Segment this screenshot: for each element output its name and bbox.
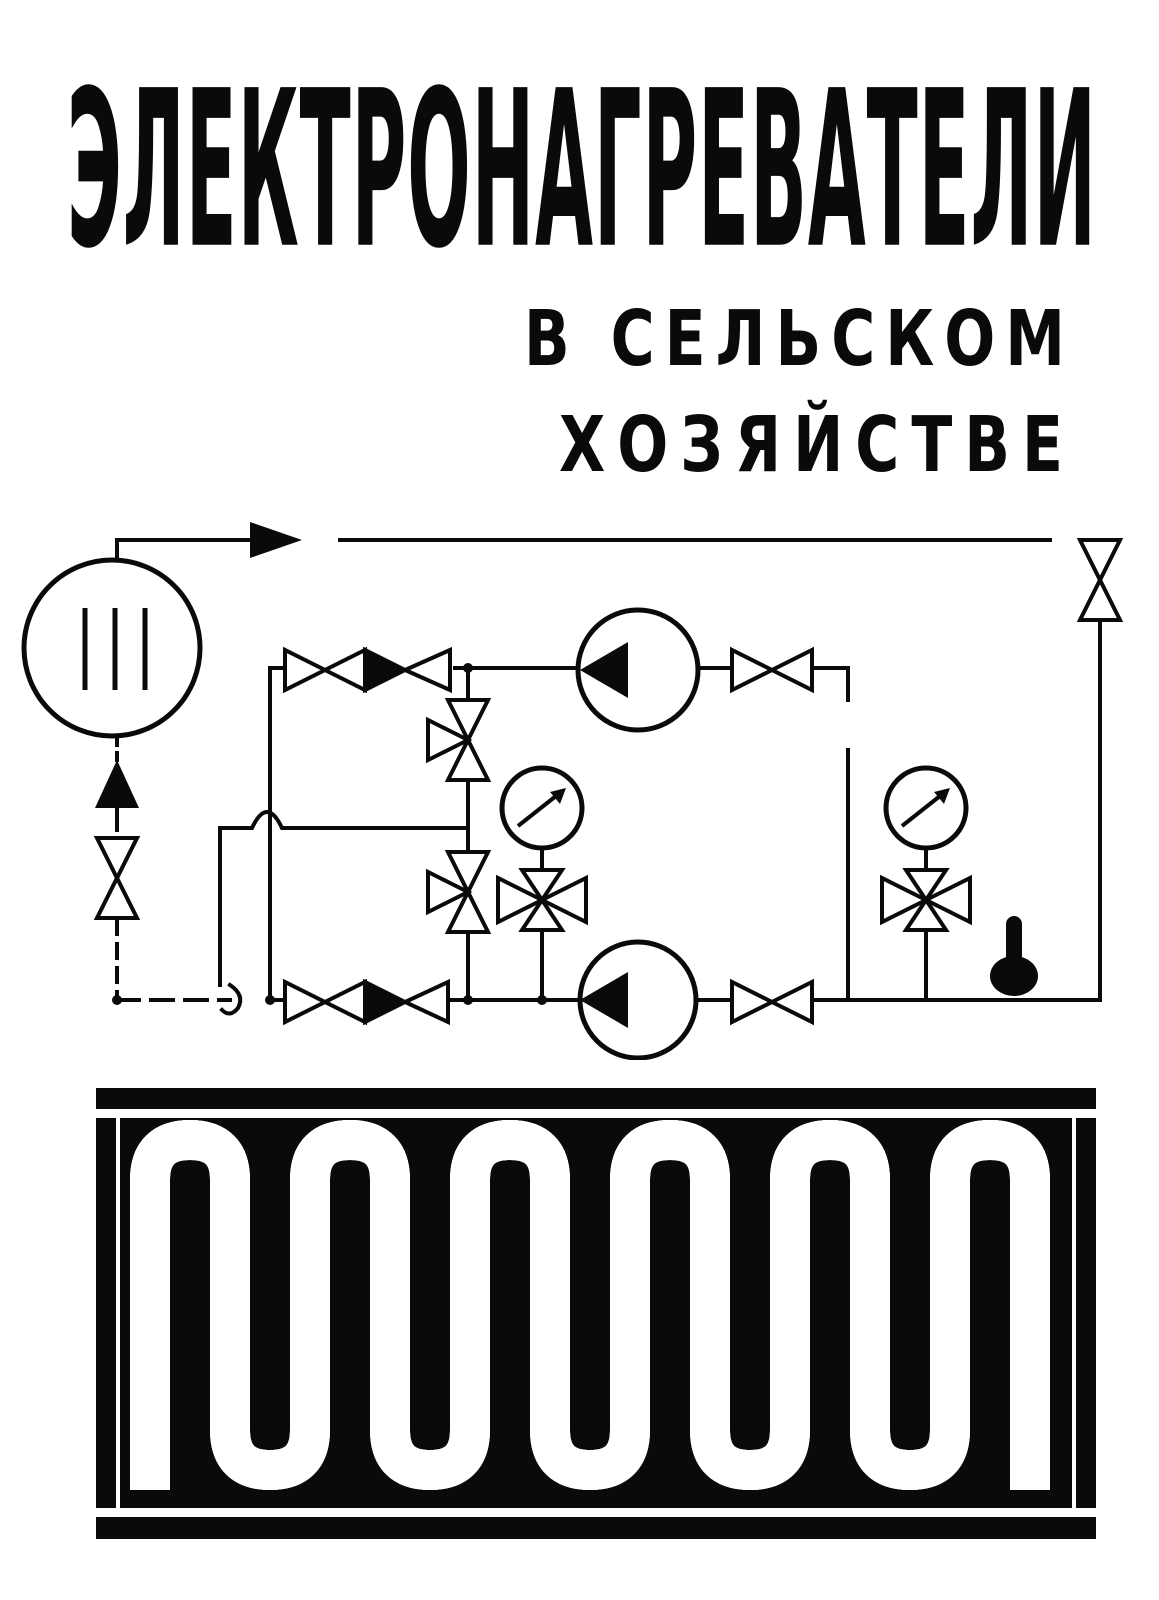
thermometer-icon [990,916,1038,996]
flow-arrow-icon [250,522,302,558]
valve-icon [283,978,367,1026]
valve-icon [283,646,367,694]
pressure-gauge-icon [883,765,969,851]
three-way-valve-icon [880,868,972,932]
title-text: ЭЛЕКТРОНАГРЕВАТЕЛИ [67,45,1098,280]
serpentine-heating-element-icon [130,1120,1050,1490]
heater-icon [21,557,203,739]
up-arrow-icon [95,760,139,808]
valve-icon [93,836,141,920]
piping-diagram [21,522,1124,1060]
pressure-gauge-icon [499,765,585,851]
valve-icon [730,978,814,1026]
pump-icon [575,607,701,733]
pump-icon [577,939,699,1060]
valve-icon [730,646,814,694]
book-title: ЭЛЕКТРОНАГРЕВАТЕЛИ [62,30,1102,280]
three-way-valve-icon [426,850,492,934]
three-way-valve-icon [496,868,588,932]
valve-icon [363,978,450,1026]
valve-icon [363,646,452,694]
valve-icon [1076,538,1124,622]
three-way-valve-icon [426,698,492,782]
subtitle-line-2: ХОЗЯЙСТВЕ [559,400,1075,491]
subtitle-line-1: В СЕЛЬСКОМ [524,294,1075,385]
